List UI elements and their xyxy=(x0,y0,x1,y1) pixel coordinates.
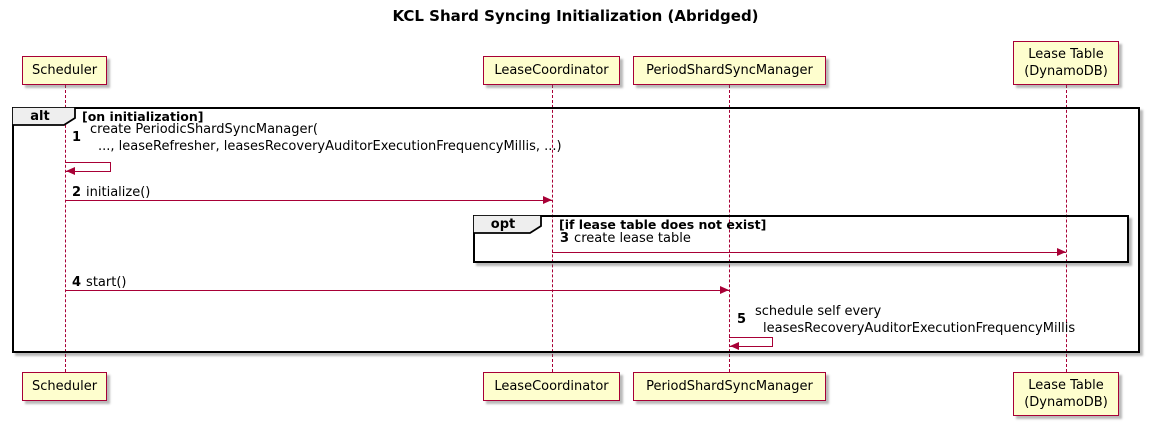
participant-lease-table-bottom: Lease Table (DynamoDB) xyxy=(1013,372,1119,416)
message-2-arrowhead-icon xyxy=(543,196,552,204)
message-5-self-arrow xyxy=(729,337,773,347)
lifeline-lease-coordinator xyxy=(552,85,553,372)
message-2-text: initialize() xyxy=(86,185,151,200)
participant-label: LeaseCoordinator xyxy=(494,63,609,78)
message-2-number: 2 xyxy=(72,185,82,200)
message-3-label: 3 create lease table xyxy=(560,230,691,247)
participant-period-shard-sync-manager-top: PeriodShardSyncManager xyxy=(633,56,826,85)
message-1-arrowhead-icon xyxy=(66,167,75,175)
participant-lease-coordinator-bottom: LeaseCoordinator xyxy=(483,372,620,401)
participant-sublabel: (DynamoDB) xyxy=(1024,395,1108,410)
lifeline-scheduler xyxy=(65,85,66,372)
participant-scheduler-top: Scheduler xyxy=(22,56,107,85)
message-1-number: 1 xyxy=(72,130,82,145)
participant-label: Scheduler xyxy=(31,379,98,394)
participant-label: LeaseCoordinator xyxy=(494,379,609,394)
participant-label: Lease Table xyxy=(1028,47,1104,62)
message-5-line2: leasesRecoveryAuditorExecutionFrequencyM… xyxy=(763,321,1076,336)
participant-scheduler-bottom: Scheduler xyxy=(22,372,107,401)
lifeline-lease-table xyxy=(1066,85,1067,372)
message-1-line1: create PeriodicShardSyncManager( xyxy=(90,122,318,137)
message-1-line2: ..., leaseRefresher, leasesRecoveryAudit… xyxy=(98,139,562,154)
message-2-label: 2 initialize() xyxy=(72,184,150,201)
message-4-arrow xyxy=(65,290,729,291)
opt-keyword: opt xyxy=(490,217,516,232)
alt-frame: alt [on initialization] xyxy=(12,107,1140,353)
opt-frame-pentagon xyxy=(473,215,542,234)
message-1-self-arrow xyxy=(65,162,111,172)
message-1-label: create PeriodicShardSyncManager( ..., le… xyxy=(90,121,562,155)
participant-label: PeriodShardSyncManager xyxy=(646,63,813,78)
opt-frame: opt [if lease table does not exist] xyxy=(473,215,1129,263)
message-2-arrow xyxy=(65,200,552,201)
opt-condition: [if lease table does not exist] xyxy=(559,217,767,232)
message-3-arrow xyxy=(552,252,1066,253)
message-3-number: 3 xyxy=(560,231,570,246)
participant-sublabel: (DynamoDB) xyxy=(1024,64,1108,79)
alt-frame-pentagon xyxy=(12,107,76,126)
message-3-text: create lease table xyxy=(574,231,691,246)
participant-lease-table-top: Lease Table (DynamoDB) xyxy=(1013,41,1119,85)
message-5-line1: schedule self every xyxy=(755,304,882,319)
message-4-label: 4 start() xyxy=(72,274,126,291)
diagram-title: KCL Shard Syncing Initialization (Abridg… xyxy=(392,7,759,25)
participant-label: Scheduler xyxy=(31,63,98,78)
participant-label: PeriodShardSyncManager xyxy=(646,379,813,394)
participant-label: Lease Table xyxy=(1028,378,1104,393)
message-4-text: start() xyxy=(86,275,127,290)
message-5-label: schedule self every leasesRecoveryAudito… xyxy=(755,303,1075,337)
participant-lease-coordinator-top: LeaseCoordinator xyxy=(483,56,620,85)
participant-period-shard-sync-manager-bottom: PeriodShardSyncManager xyxy=(633,372,826,401)
alt-condition: [on initialization] xyxy=(82,109,204,124)
alt-keyword: alt xyxy=(30,109,50,124)
message-4-arrowhead-icon xyxy=(720,286,729,294)
message-3-arrowhead-icon xyxy=(1057,248,1066,256)
message-4-number: 4 xyxy=(72,275,82,290)
lifeline-period-shard-sync-manager xyxy=(729,85,730,372)
message-5-number: 5 xyxy=(737,312,747,327)
message-5-arrowhead-icon xyxy=(730,342,739,350)
